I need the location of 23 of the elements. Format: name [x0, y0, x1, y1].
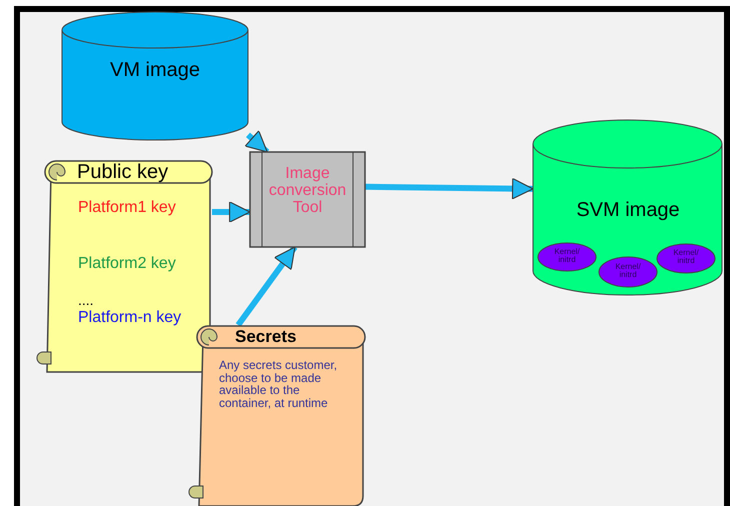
node-label: SVM image: [575, 200, 681, 221]
database-cylinder: [533, 120, 722, 295]
node-label: Platform2 key: [78, 256, 177, 273]
process-box: [250, 152, 365, 247]
scroll-shape: [187, 325, 365, 506]
node-label: Image conversion Tool: [268, 166, 348, 216]
node-label: Any secrets customer, choose to be made available to the container, at runtime: [219, 359, 338, 410]
node-label: Kernel/ initrd: [672, 249, 700, 266]
node-label: Kernel/ initrd: [553, 248, 581, 265]
scroll-title: Secrets: [235, 328, 298, 346]
kernel-ellipse: [656, 243, 716, 274]
node-label: Platform-n key: [78, 310, 182, 327]
scroll-title: Public key: [77, 162, 170, 183]
node-label: ....: [78, 293, 95, 308]
kernel-ellipse: [537, 242, 597, 272]
node-label: Platform1 key: [78, 200, 177, 217]
arrow: [212, 201, 250, 223]
scroll-shape: [35, 160, 212, 372]
node-label: Kernel/ initrd: [614, 263, 642, 280]
database-cylinder: [62, 12, 248, 140]
node-label: VM image: [108, 60, 202, 81]
arrow: [364, 178, 534, 200]
kernel-ellipse: [598, 256, 658, 288]
